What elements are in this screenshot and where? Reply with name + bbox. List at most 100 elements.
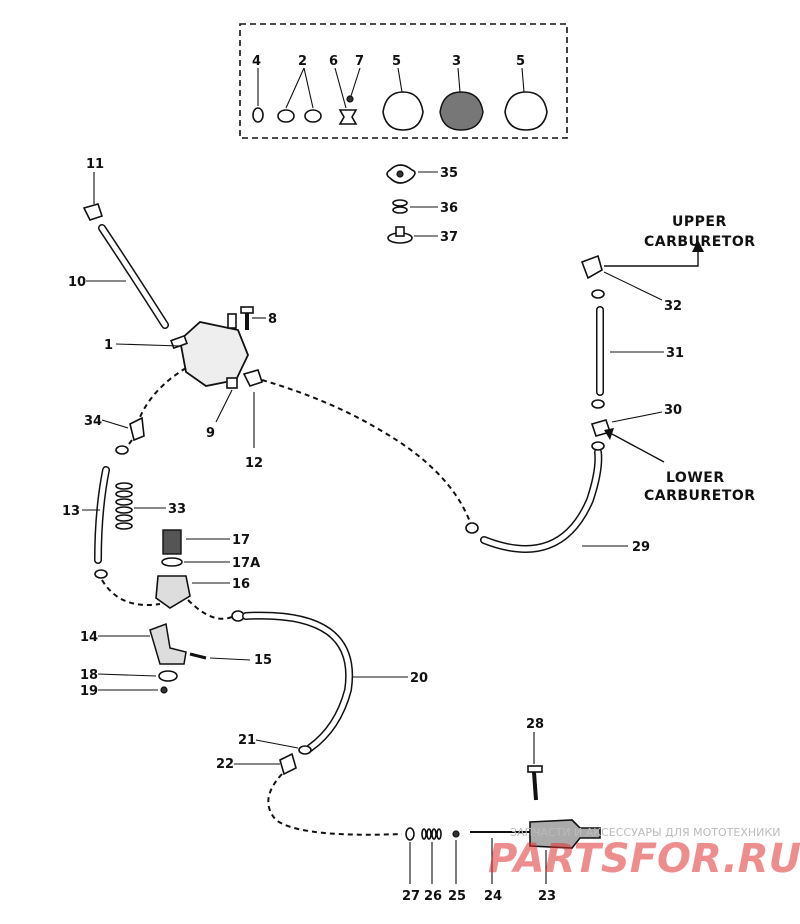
part-7-screw	[346, 95, 354, 103]
callout-33: 33	[168, 502, 186, 517]
part-16-filter-housing	[155, 575, 191, 609]
part-29-clamp	[465, 522, 479, 534]
repair-kit-box	[239, 23, 568, 139]
part-11-elbow-fitting	[82, 203, 104, 221]
leader-15	[209, 657, 251, 661]
callout-14: 14	[80, 630, 98, 645]
fuel-line-13-to-16	[101, 579, 161, 606]
callout-5b: 5	[516, 54, 525, 69]
callout-12: 12	[245, 456, 263, 471]
arrow-upper-head	[692, 240, 704, 252]
part-29-hose	[480, 448, 603, 553]
callout-23: 23	[538, 889, 556, 904]
part-2-check-valve-b	[304, 109, 322, 123]
part-12-elbow	[242, 369, 264, 387]
callout-32: 32	[664, 299, 682, 314]
part-19-nut	[160, 686, 168, 694]
part-1-inlet-nipple	[170, 334, 188, 350]
callout-24: 24	[484, 889, 502, 904]
leader-32	[603, 271, 663, 301]
callout-17a: 17A	[232, 556, 260, 571]
part-1-fuel-pump	[179, 321, 249, 387]
leader-2a	[285, 67, 305, 109]
arrow-lower-head	[604, 428, 614, 440]
part-25-ball	[452, 830, 460, 838]
part-2-check-valve-a	[277, 109, 295, 123]
part-36-spring-b	[392, 206, 408, 214]
callout-25: 25	[448, 889, 466, 904]
callout-1: 1	[104, 338, 113, 353]
part-1-mount-boss	[227, 313, 237, 329]
part-28-screw	[532, 771, 538, 801]
part-36-spring-a	[392, 199, 408, 207]
label-lower-carburetor-2: CARBURETOR	[644, 488, 756, 504]
part-28-screw-head	[527, 765, 543, 773]
part-23-primer-body	[529, 819, 601, 849]
callout-16: 16	[232, 577, 250, 592]
part-32-clamp	[591, 289, 605, 299]
callout-17: 17	[232, 533, 250, 548]
callout-36: 36	[440, 201, 458, 216]
arrow-lower-carburetor	[611, 433, 665, 463]
label-upper-carburetor-2: CARBURETOR	[644, 234, 756, 250]
leader-34	[101, 419, 129, 429]
part-6-retainer	[338, 109, 358, 125]
watermark-brand: PARTSFOR.RU	[488, 836, 800, 882]
fuel-line-22-to-27	[267, 773, 403, 836]
part-35-hole	[396, 170, 404, 178]
part-34-clamp	[115, 445, 129, 455]
fuel-line-34-down	[125, 439, 133, 449]
fuel-line-16-to-20	[187, 599, 235, 620]
label-lower-carburetor-1: LOWER	[666, 470, 725, 486]
callout-13: 13	[62, 504, 80, 519]
leader-21	[255, 739, 299, 749]
part-10-hose-inner	[99, 225, 168, 328]
part-21-clamp	[298, 745, 312, 755]
part-14-bracket	[149, 622, 187, 665]
part-5-gasket-right	[504, 91, 548, 131]
part-17-filter-element	[162, 529, 182, 555]
label-upper-carburetor-1: UPPER	[672, 214, 727, 230]
arrow-upper-carburetor	[604, 248, 699, 267]
part-13-hose-inner	[95, 467, 109, 563]
fuel-line-pump-to-34	[137, 367, 187, 423]
part-5-gasket-left	[382, 91, 424, 131]
callout-2: 2	[298, 54, 307, 69]
callout-11: 11	[86, 157, 104, 172]
callout-28: 28	[526, 717, 544, 732]
leader-6	[334, 67, 347, 109]
leader-9	[215, 389, 233, 423]
leader-3	[457, 67, 461, 93]
fuel-line-pump-to-29	[261, 379, 471, 523]
part-20-hose-inner	[243, 613, 352, 751]
leader-7	[350, 67, 361, 97]
watermark-caption: ЗАПЧАСТИ И АКСЕССУАРЫ ДЛЯ МОТОТЕХНИКИ	[510, 826, 780, 839]
callout-26: 26	[424, 889, 442, 904]
callout-21: 21	[238, 733, 256, 748]
callout-20: 20	[410, 671, 428, 686]
leader-5a	[397, 67, 403, 93]
callout-8: 8	[268, 312, 277, 327]
callout-15: 15	[254, 653, 272, 668]
leader-30	[611, 411, 663, 423]
part-29-hose-inner	[481, 449, 601, 552]
callout-4: 4	[252, 54, 261, 69]
leader-5b	[521, 67, 525, 93]
part-17a-o-ring	[161, 557, 183, 567]
part-33-spring	[115, 482, 133, 530]
callout-29: 29	[632, 540, 650, 555]
callout-37: 37	[440, 230, 458, 245]
callout-7: 7	[355, 54, 364, 69]
leader-2b	[303, 67, 314, 109]
part-27-seal	[405, 827, 415, 841]
callout-6: 6	[329, 54, 338, 69]
part-22-fitting	[279, 752, 297, 776]
part-8-screw-head	[240, 306, 254, 314]
part-34-fitting	[129, 416, 145, 442]
part-30-lower-clamp	[591, 441, 605, 451]
leader-1	[115, 343, 181, 347]
part-3-diaphragm	[439, 91, 484, 131]
part-18-washer	[158, 670, 178, 682]
callout-19: 19	[80, 684, 98, 699]
